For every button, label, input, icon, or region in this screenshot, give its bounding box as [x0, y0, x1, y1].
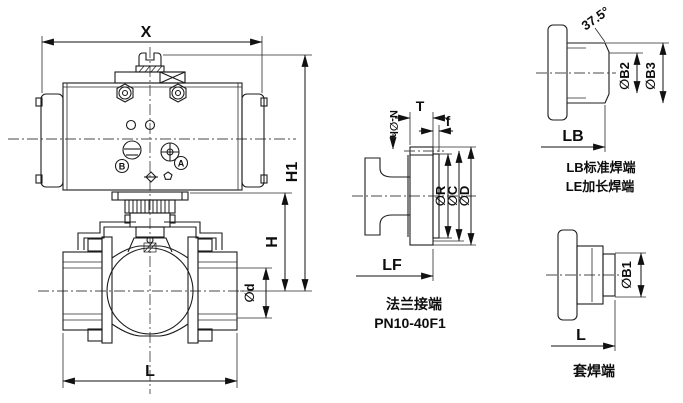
end-cap-left	[40, 93, 64, 188]
svg-text:A: A	[178, 159, 185, 169]
butt-caption-2: LE加长焊端	[566, 179, 635, 194]
hex-bolt	[169, 83, 187, 103]
cap-lug	[35, 174, 43, 184]
end-connector-right	[197, 251, 238, 331]
body-bottom-contour	[111, 323, 189, 337]
weld-pipe	[567, 42, 610, 104]
dim-label-l: L	[145, 363, 155, 380]
dim-label-od: ∅d	[242, 283, 257, 302]
bolt-tab	[197, 238, 213, 252]
svg-text:B: B	[119, 162, 126, 172]
vent-plug	[163, 171, 173, 180]
body-top-contour	[111, 245, 189, 259]
bolt-tab	[87, 238, 103, 252]
dim-label-socket-l: L	[576, 327, 586, 344]
dim-label-ob2: ∅B2	[617, 62, 632, 90]
cap-lug	[260, 174, 268, 184]
port-b-label: B	[114, 158, 130, 174]
hex-bolt	[116, 83, 134, 103]
flange-hub-left	[364, 157, 381, 236]
hub-curve-top	[379, 167, 410, 178]
coupling-ribs	[128, 200, 170, 213]
dim-label-x: X	[141, 24, 152, 41]
valve-neck	[127, 237, 173, 253]
stem-nub	[169, 214, 176, 224]
bevel-leader	[594, 27, 606, 43]
main-view: X H1 H	[8, 24, 312, 394]
face-hole	[125, 119, 137, 131]
dim-label-n-oh: N-∅h	[387, 110, 399, 138]
end-cap-right	[241, 93, 265, 188]
dim-label-f: f	[446, 113, 451, 129]
dim-label-h: H	[264, 236, 281, 248]
flange-view: T f N-∅h ∅R ∅C ∅D LF 法兰接端 PN10-40F1	[352, 98, 476, 331]
butt-caption-1: LB标准焊端	[566, 160, 635, 175]
dim-label-odflange: ∅D	[457, 186, 472, 207]
port-b-screw	[122, 140, 142, 160]
socket-weld-view: ∅B1 L 套焊端	[546, 229, 646, 379]
bracket-arm-left	[77, 221, 136, 250]
weld-collar	[547, 24, 568, 121]
cap-lug	[260, 97, 268, 107]
butt-weld-view: 37.5° ∅B2 ∅B3 LB LB标准焊端 LE加长焊端	[536, 3, 669, 194]
socket-pipe	[602, 253, 616, 297]
dim-label-t: T	[416, 98, 425, 114]
stem-nub	[124, 214, 131, 224]
vent-diamond	[144, 171, 158, 183]
bracket-arm-right-inner	[164, 226, 217, 250]
dim-label-h1: H1	[284, 162, 301, 183]
raised-face	[432, 153, 440, 239]
dim-label-oc: ∅C	[445, 185, 460, 206]
bolt-tab	[197, 328, 213, 342]
dim-label-or: ∅R	[433, 185, 448, 206]
flange-rating: PN10-40F1	[374, 315, 446, 331]
socket-caption: 套焊端	[573, 363, 615, 379]
end-connector-left	[62, 251, 103, 331]
face-hole	[144, 119, 156, 131]
hub-curve-bottom	[379, 214, 410, 226]
bolt-tab	[87, 328, 103, 342]
dim-label-lf: LF	[382, 257, 402, 274]
position-indicator	[138, 52, 162, 67]
flange-caption: 法兰接端	[386, 296, 442, 312]
ball	[106, 247, 194, 335]
port-a-label: A	[173, 155, 189, 171]
port-a-adjuster	[160, 142, 180, 162]
bracket-arm-left-inner	[83, 226, 136, 250]
dim-label-ob1: ∅B1	[619, 261, 634, 289]
bracket-arm-right	[164, 221, 223, 250]
cap-lug	[35, 97, 43, 107]
dim-label-ob3: ∅B3	[643, 62, 658, 90]
dim-label-lb: LB	[562, 128, 583, 145]
